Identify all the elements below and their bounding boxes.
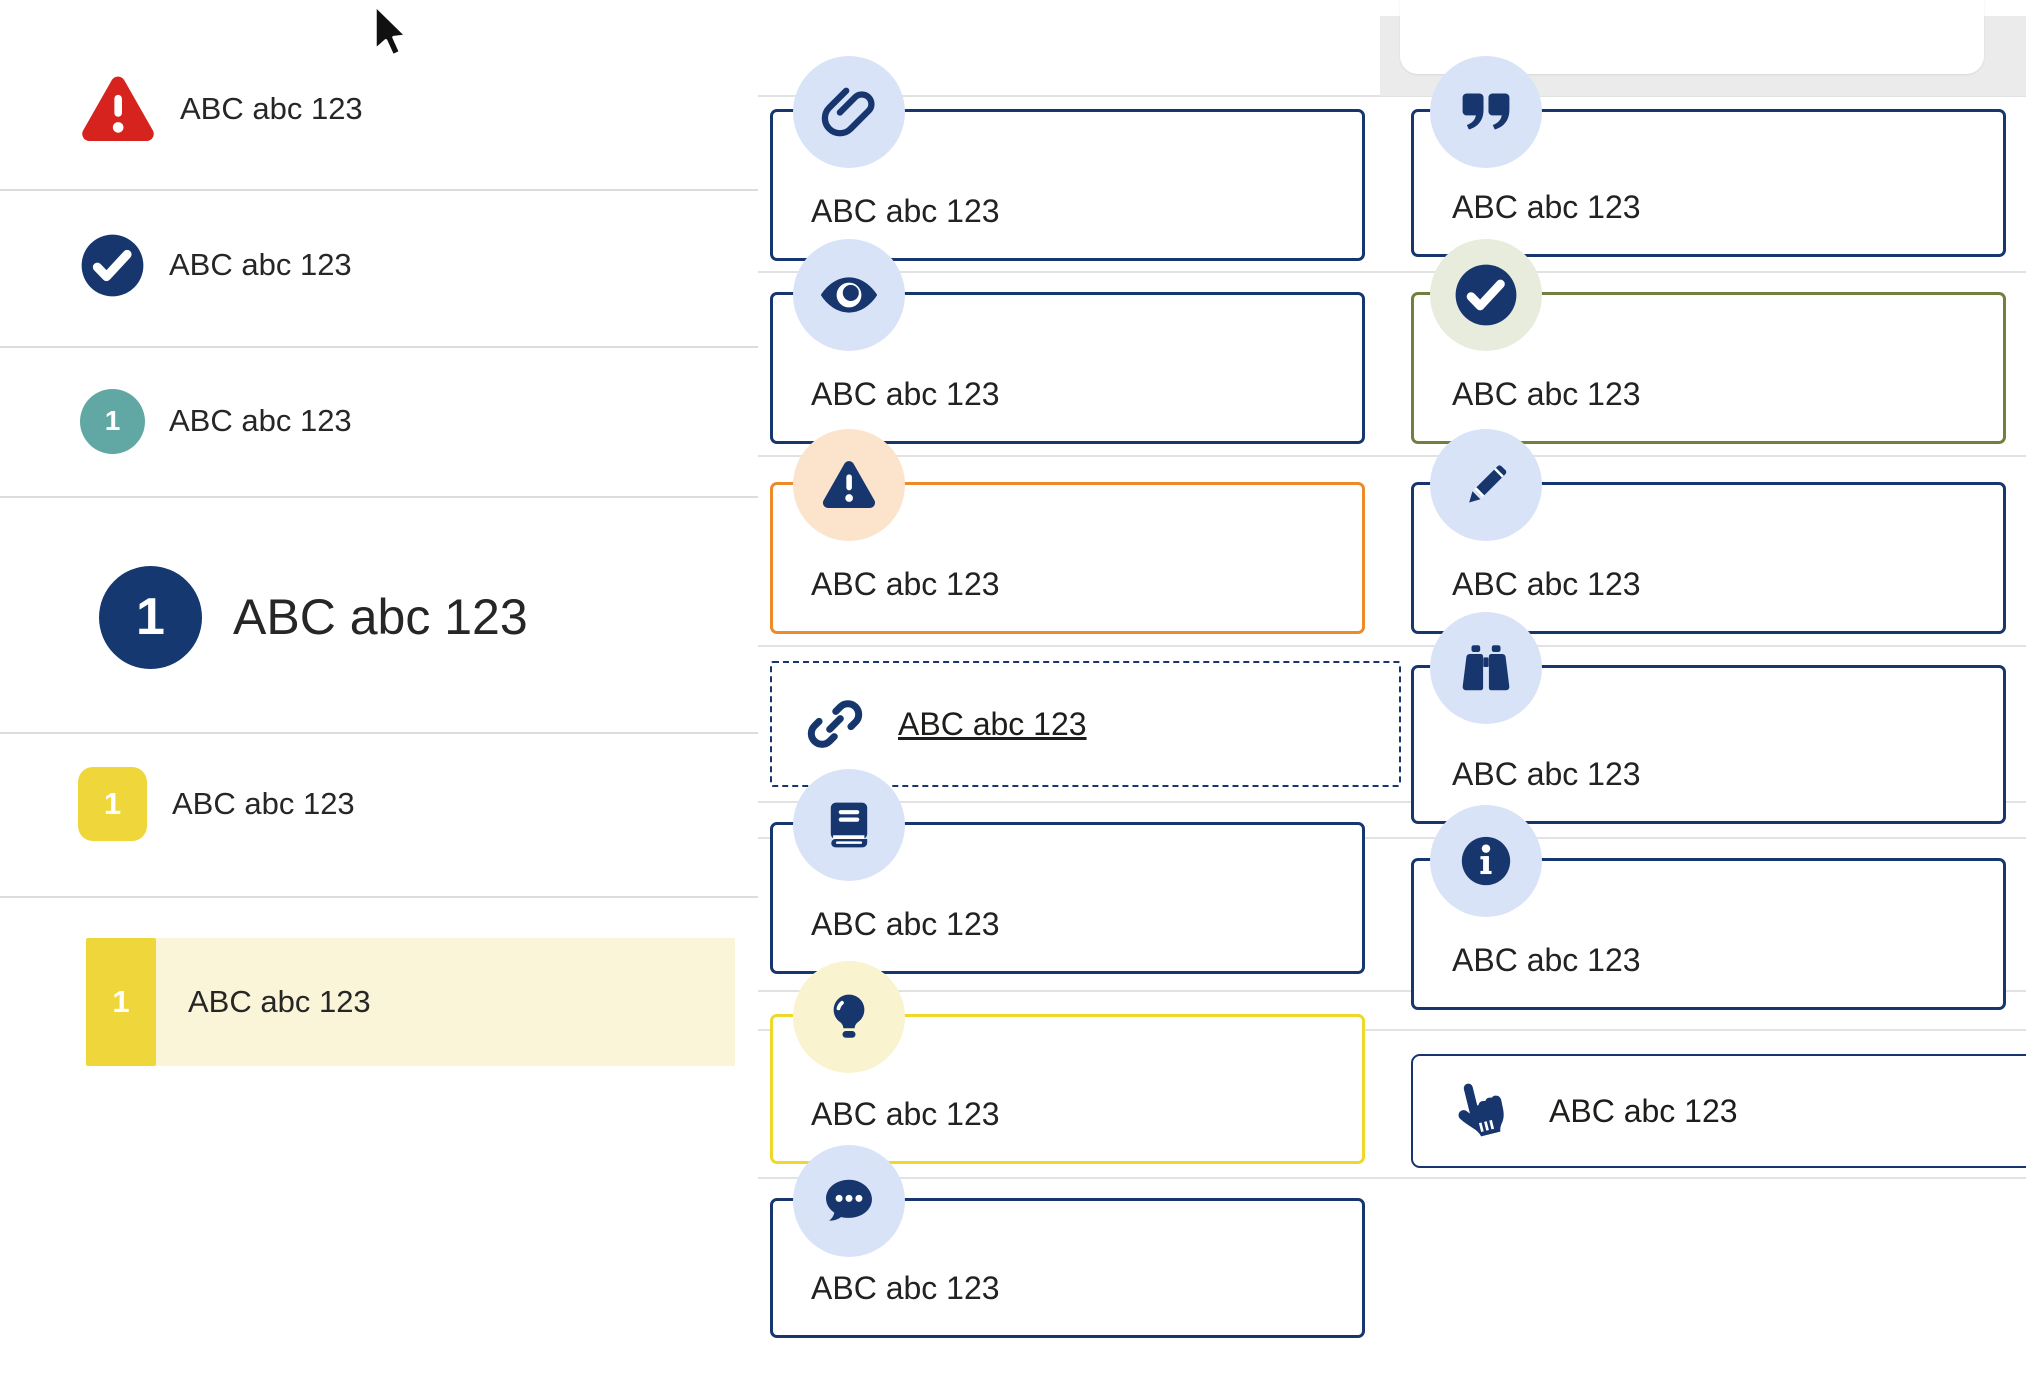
callout-label: ABC abc 123 — [811, 193, 1000, 229]
list-item-label: ABC abc 123 — [180, 91, 363, 126]
callout-label: ABC abc 123 — [1452, 376, 1641, 412]
list-item-label: ABC abc 123 — [233, 589, 528, 645]
quote-icon — [1430, 56, 1542, 168]
divider — [758, 1029, 2026, 1031]
list-item-step-large: 1 ABC abc 123 — [0, 555, 758, 679]
number-badge: 1 — [99, 565, 202, 669]
divider — [0, 496, 758, 498]
badge-number: 1 — [103, 785, 122, 821]
list-item-alert: ABC abc 123 — [0, 40, 758, 178]
pencil-icon — [1430, 429, 1542, 541]
callout-label: ABC abc 123 — [1452, 566, 1641, 602]
badge-number: 1 — [104, 405, 121, 436]
list-item-label: ABC abc 123 — [169, 247, 352, 282]
info-icon — [1430, 805, 1542, 917]
callout-success: ABC abc 123 — [1411, 239, 2006, 444]
check-circle-icon — [1430, 239, 1542, 351]
list-item-label: ABC abc 123 — [188, 984, 371, 1019]
list-item-step-yellow: 1 ABC abc 123 — [0, 766, 758, 841]
callout-explore: ABC abc 123 — [1411, 612, 2006, 824]
callout-attachment: ABC abc 123 — [770, 56, 1365, 261]
paperclip-icon — [793, 56, 905, 168]
divider — [758, 95, 2026, 97]
divider — [0, 346, 758, 348]
check-circle-icon — [80, 233, 145, 298]
divider — [758, 990, 2026, 992]
lightbulb-icon — [793, 961, 905, 1073]
callout-review: ABC abc 123 — [770, 239, 1365, 444]
chat-icon — [793, 1145, 905, 1257]
mouse-cursor-icon — [372, 4, 408, 65]
callout-warning: ABC abc 123 — [770, 429, 1365, 634]
number-badge: 1 — [78, 766, 147, 841]
number-badge: 1 — [80, 388, 145, 454]
list-item-check: ABC abc 123 — [0, 196, 758, 334]
link-icon — [806, 695, 864, 753]
divider — [758, 1177, 2026, 1179]
book-icon — [793, 769, 905, 881]
callout-edit: ABC abc 123 — [1411, 429, 2006, 634]
callout-link-label[interactable]: ABC abc 123 — [898, 705, 1087, 742]
badge-number: 1 — [112, 984, 130, 1019]
callout-label: ABC abc 123 — [811, 566, 1000, 602]
binoculars-icon — [1430, 612, 1542, 724]
number-badge: 1 — [86, 938, 156, 1066]
divider — [758, 271, 2026, 273]
callout-action: ABC abc 123 — [1411, 1054, 2026, 1168]
callout-tip: ABC abc 123 — [770, 961, 1365, 1164]
list-item-label: ABC abc 123 — [169, 403, 352, 438]
callout-quote: ABC abc 123 — [1411, 56, 2006, 257]
callout-label: ABC abc 123 — [1452, 756, 1641, 792]
list-item-step-teal: 1 ABC abc 123 — [0, 352, 758, 490]
callout-label: ABC abc 123 — [1452, 942, 1641, 978]
divider — [758, 837, 2026, 839]
highlight-bar: ABC abc 123 — [156, 938, 735, 1066]
callout-label: ABC abc 123 — [1549, 1092, 1738, 1129]
divider — [758, 645, 2026, 647]
callout-link[interactable]: ABC abc 123 — [770, 661, 1401, 787]
eye-icon — [793, 239, 905, 351]
divider — [758, 801, 2026, 803]
alert-triangle-icon — [793, 429, 905, 541]
callout-label: ABC abc 123 — [811, 1270, 1000, 1306]
callout-label: ABC abc 123 — [1452, 189, 1641, 225]
callout-info: ABC abc 123 — [1411, 805, 2006, 1010]
callout-label: ABC abc 123 — [811, 1096, 1000, 1132]
badge-number: 1 — [136, 588, 165, 646]
hand-pointer-icon — [1445, 1079, 1509, 1143]
divider — [0, 189, 758, 191]
callout-reference: ABC abc 123 — [770, 769, 1365, 974]
callout-discussion: ABC abc 123 — [770, 1145, 1365, 1338]
list-item-step-highlighted[interactable]: 1 ABC abc 123 — [0, 938, 735, 1066]
divider — [758, 455, 2026, 457]
divider — [0, 732, 758, 734]
callout-label: ABC abc 123 — [811, 376, 1000, 412]
callout-label: ABC abc 123 — [811, 906, 1000, 942]
divider — [0, 896, 758, 898]
alert-triangle-icon — [78, 73, 158, 146]
list-item-label: ABC abc 123 — [172, 785, 355, 821]
